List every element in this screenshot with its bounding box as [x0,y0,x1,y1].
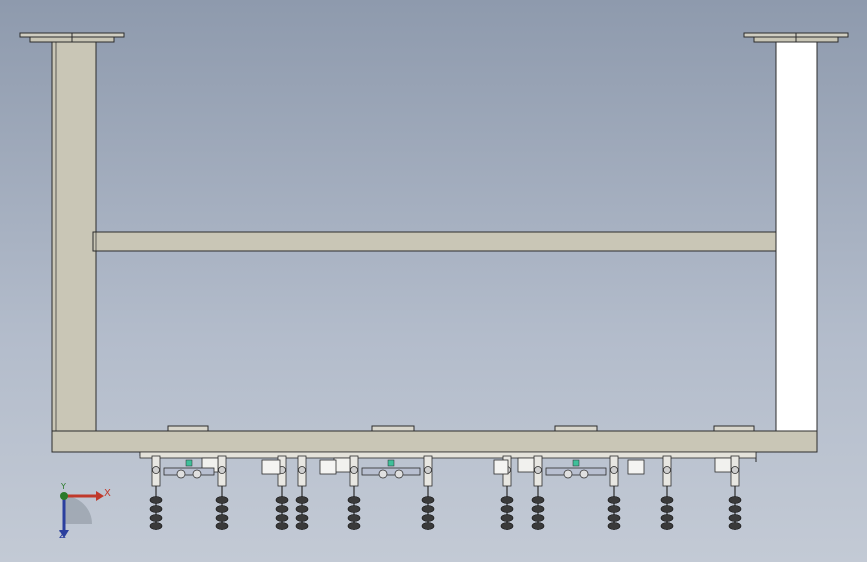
rail-block [319,459,337,475]
triad-x-label: X [104,488,111,499]
toggle-clamp [517,455,545,530]
mount-plate [371,425,415,432]
left-column [51,41,97,433]
toggle-clamp [714,455,742,530]
mount-plate [167,425,209,432]
clamp-link-arm [361,459,421,479]
toggle-clamp [201,455,229,530]
toggle-clamp [607,455,621,530]
mount-plate [554,425,598,432]
rail-block [261,459,281,475]
clamp-link-arm [163,459,215,479]
right-column [775,41,818,433]
toggle-clamp [333,455,361,530]
x-axis-arrowhead [96,491,104,501]
mount-plates [167,425,755,432]
toggle-clamp [295,455,309,530]
mount-plate [713,425,755,432]
coordinate-triad: X Y Z [44,482,114,546]
right-top-flange [743,32,849,43]
rail-block [493,459,509,475]
underside-rail [139,451,757,459]
cross-beam [92,231,777,252]
toggle-clamp [660,455,674,530]
triad-shade [64,496,92,524]
toggle-clamp [421,455,435,530]
left-top-flange [19,32,125,43]
clamp-assemblies [149,455,742,530]
triad-z-label: Z [59,530,66,541]
clamp-link-arm [545,459,607,479]
z-axis-arrowhead [59,530,69,538]
triad-graphic [59,491,104,538]
triad-y-label: Y [61,482,66,491]
toggle-clamp [149,455,163,530]
y-axis-dot [60,492,68,500]
rail-block [627,459,645,475]
